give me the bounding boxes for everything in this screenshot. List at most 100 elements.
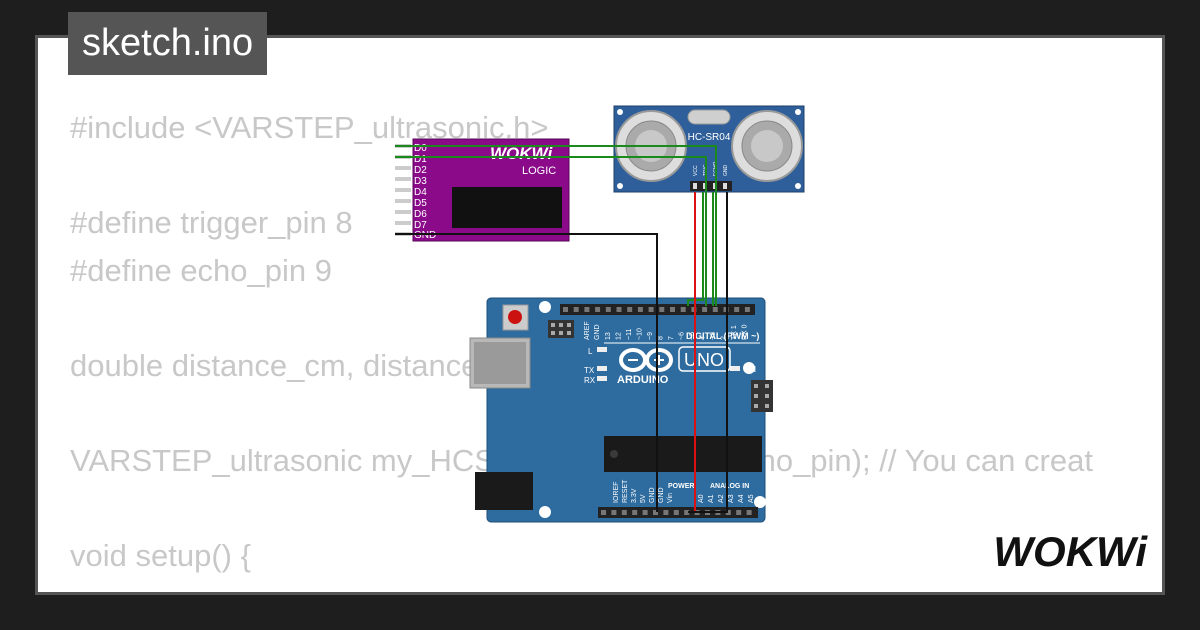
digital-label: DIGITAL (PWM ~) xyxy=(686,331,759,341)
pin-hole xyxy=(734,307,740,312)
pin-hole xyxy=(605,307,611,312)
pin-hole xyxy=(627,307,633,312)
digital-pin-label: ~6 xyxy=(679,332,686,340)
logic-pin-label: D3 xyxy=(414,176,427,187)
pin-hole xyxy=(653,510,658,515)
analog-pin-label: A2 xyxy=(718,494,725,503)
logic-label: LOGIC xyxy=(522,165,556,177)
arduino-infinity-logo xyxy=(619,348,673,372)
power-pin-label: Vin xyxy=(667,493,674,503)
analog-pin-label: A0 xyxy=(698,494,705,503)
power-jack xyxy=(475,472,533,510)
power-label: POWER xyxy=(668,483,694,490)
power-pin-label: RESET xyxy=(622,479,629,503)
logic-pin-label: D6 xyxy=(414,209,427,220)
pin-hole xyxy=(691,307,697,312)
pin-hole xyxy=(573,307,579,312)
digital-pin-label: 12 xyxy=(616,332,623,340)
pin-hole xyxy=(601,510,606,515)
mounting-hole xyxy=(754,496,766,508)
digital-pin-label: 4 xyxy=(700,336,707,340)
digital-pin-label: RX 0 xyxy=(742,324,749,340)
pin-hole xyxy=(712,307,718,312)
pin-hole xyxy=(584,307,590,312)
power-pin-label: GND xyxy=(649,487,656,503)
arduino-model: UNO xyxy=(684,350,724,370)
power-pin-label: IOREF xyxy=(613,482,620,503)
bottom-pin-labels: IOREF RESET 3.3V 5V GND GND Vin A0 A1 A2… xyxy=(613,479,755,503)
bottom-pin-holes xyxy=(601,510,752,515)
digital-pin-label: 8 xyxy=(658,336,665,340)
wires xyxy=(395,145,728,513)
digital-pin-label: 7 xyxy=(668,336,675,340)
digital-pin-label: 13 xyxy=(605,332,612,340)
pin-hole xyxy=(595,307,601,312)
led-on-label: ON xyxy=(744,365,756,374)
mounting-hole xyxy=(539,506,551,518)
logic-pin-label: D0 xyxy=(414,143,427,154)
led-rx-label: RX xyxy=(584,376,596,385)
mounting-hole xyxy=(743,362,755,374)
digital-pin-label: ~3 xyxy=(710,332,717,340)
wire-d1 xyxy=(395,156,707,306)
analog-pin-label: A3 xyxy=(728,494,735,503)
pin-hole xyxy=(746,510,752,515)
led-l-label: L xyxy=(588,347,593,356)
analog-pin-label: A5 xyxy=(748,494,755,503)
led-rx xyxy=(597,376,607,381)
pin-hole xyxy=(744,307,750,312)
pin-hole xyxy=(621,510,627,515)
pin-hole xyxy=(648,307,654,312)
uno-badge xyxy=(678,346,731,372)
digital-pin-label: ~10 xyxy=(637,328,644,340)
ultrasonic-sensor[interactable]: HC-SR04 VCC TRIG ECHO GND xyxy=(613,105,805,193)
wire-logic-gnd xyxy=(395,233,658,512)
digital-pin-label: TX 1 xyxy=(731,325,738,340)
pin-hole xyxy=(725,510,731,515)
sensor-model-label: HC-SR04 xyxy=(688,132,731,143)
digital-pin-label: 2 xyxy=(721,336,728,340)
wokwi-watermark: WOKWi xyxy=(993,528,1148,575)
pin-hole xyxy=(736,510,742,515)
power-pin-label: 5V xyxy=(640,494,647,503)
mounting-hole xyxy=(539,301,551,313)
pin-hole xyxy=(684,510,690,515)
digital-pin-label: ~11 xyxy=(626,329,633,340)
pin-hole xyxy=(659,307,665,312)
icsp-header-side xyxy=(751,380,773,412)
pin-hole xyxy=(642,510,648,515)
file-tab[interactable]: sketch.ino xyxy=(68,12,268,75)
pin-hole xyxy=(673,510,679,515)
pin-hole xyxy=(702,307,708,312)
top-pin-labels: 13 12 ~11 ~10 ~9 8 7 ~6 ~5 4 ~3 2 TX 1 R… xyxy=(605,324,749,340)
led-tx xyxy=(597,366,607,371)
logic-analyzer[interactable]: WOKWi LOGIC D0 D1 D2 D3 D4 D5 D6 D7 GND xyxy=(395,138,570,242)
logic-pin-label: D4 xyxy=(414,187,427,198)
code-line: #define trigger_pin 8 xyxy=(70,205,353,241)
logic-chip xyxy=(452,187,562,228)
led-on xyxy=(730,366,740,371)
logic-pin-label: D2 xyxy=(414,165,427,176)
pin-hole xyxy=(616,307,622,312)
power-pin-label: 3.3V xyxy=(631,488,638,503)
sensor-pin-label: GND xyxy=(723,165,729,177)
led-l xyxy=(597,347,607,352)
analog-label: ANALOG IN xyxy=(710,483,749,490)
arduino-brand: ARDUINO xyxy=(617,374,669,386)
pin-hole xyxy=(663,510,669,515)
logic-brand: WOKWi xyxy=(490,144,553,163)
code-line: // put your setup code here, to run once… xyxy=(70,580,1093,592)
pin-hole xyxy=(611,510,617,515)
code-line: #define echo_pin 9 xyxy=(70,252,333,288)
pin-hole xyxy=(563,307,568,312)
sensor-pin-label: VCC xyxy=(693,165,699,176)
sensor-pin-header xyxy=(690,181,732,191)
reset-button[interactable] xyxy=(508,310,522,324)
analog-pin-label: A4 xyxy=(738,494,745,503)
wire-d0 xyxy=(395,145,717,306)
pin-hole xyxy=(680,307,686,312)
wire-sensor-gnd xyxy=(688,192,728,513)
analog-pin-label: A1 xyxy=(708,494,715,503)
gnd-label: GND xyxy=(594,324,601,340)
led-tx-label: TX xyxy=(584,366,595,375)
